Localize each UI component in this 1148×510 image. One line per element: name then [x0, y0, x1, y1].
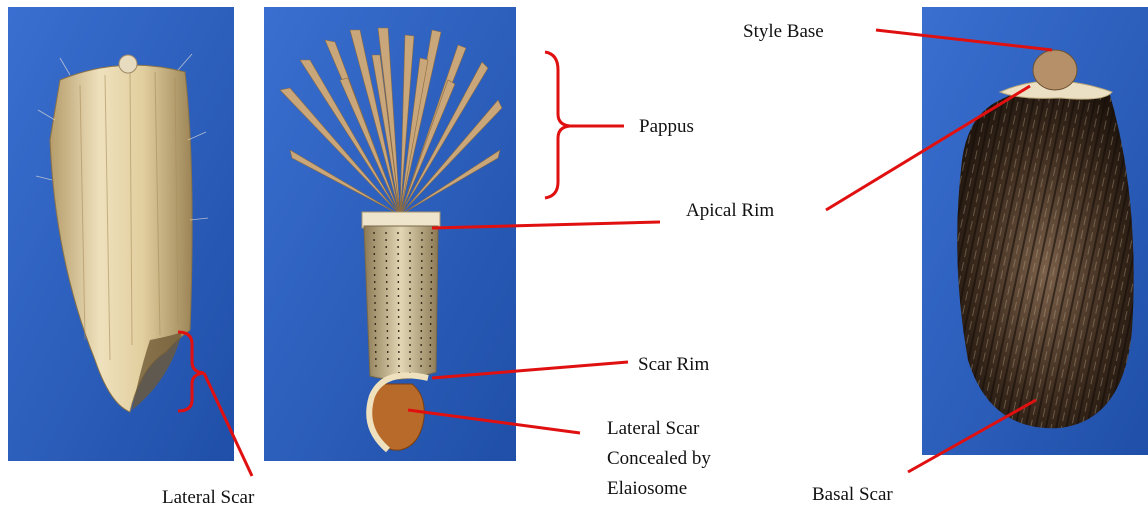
- label-scar-rim: Scar Rim: [638, 354, 709, 375]
- label-pappus: Pappus: [639, 116, 694, 137]
- label-style-base: Style Base: [743, 21, 824, 42]
- pappus-bracket: [545, 52, 570, 198]
- photo-pappus-seed: [264, 7, 516, 461]
- label-lateral-scar-concealed-2: Concealed by: [607, 448, 711, 469]
- label-lateral-scar-concealed-3: Elaiosome: [607, 478, 687, 499]
- dark-seed-mottling: [957, 84, 1133, 429]
- label-basal-scar: Basal Scar: [812, 484, 893, 505]
- pale-seed-style-base: [119, 55, 137, 73]
- label-apical-rim: Apical Rim: [686, 200, 774, 221]
- label-lateral-scar-concealed-1: Lateral Scar: [607, 418, 700, 439]
- photo-pale-seed: [8, 7, 234, 461]
- photo-dark-seed: [922, 7, 1148, 455]
- label-lateral-scar: Lateral Scar: [162, 487, 255, 508]
- dark-seed-style-base: [1033, 50, 1077, 90]
